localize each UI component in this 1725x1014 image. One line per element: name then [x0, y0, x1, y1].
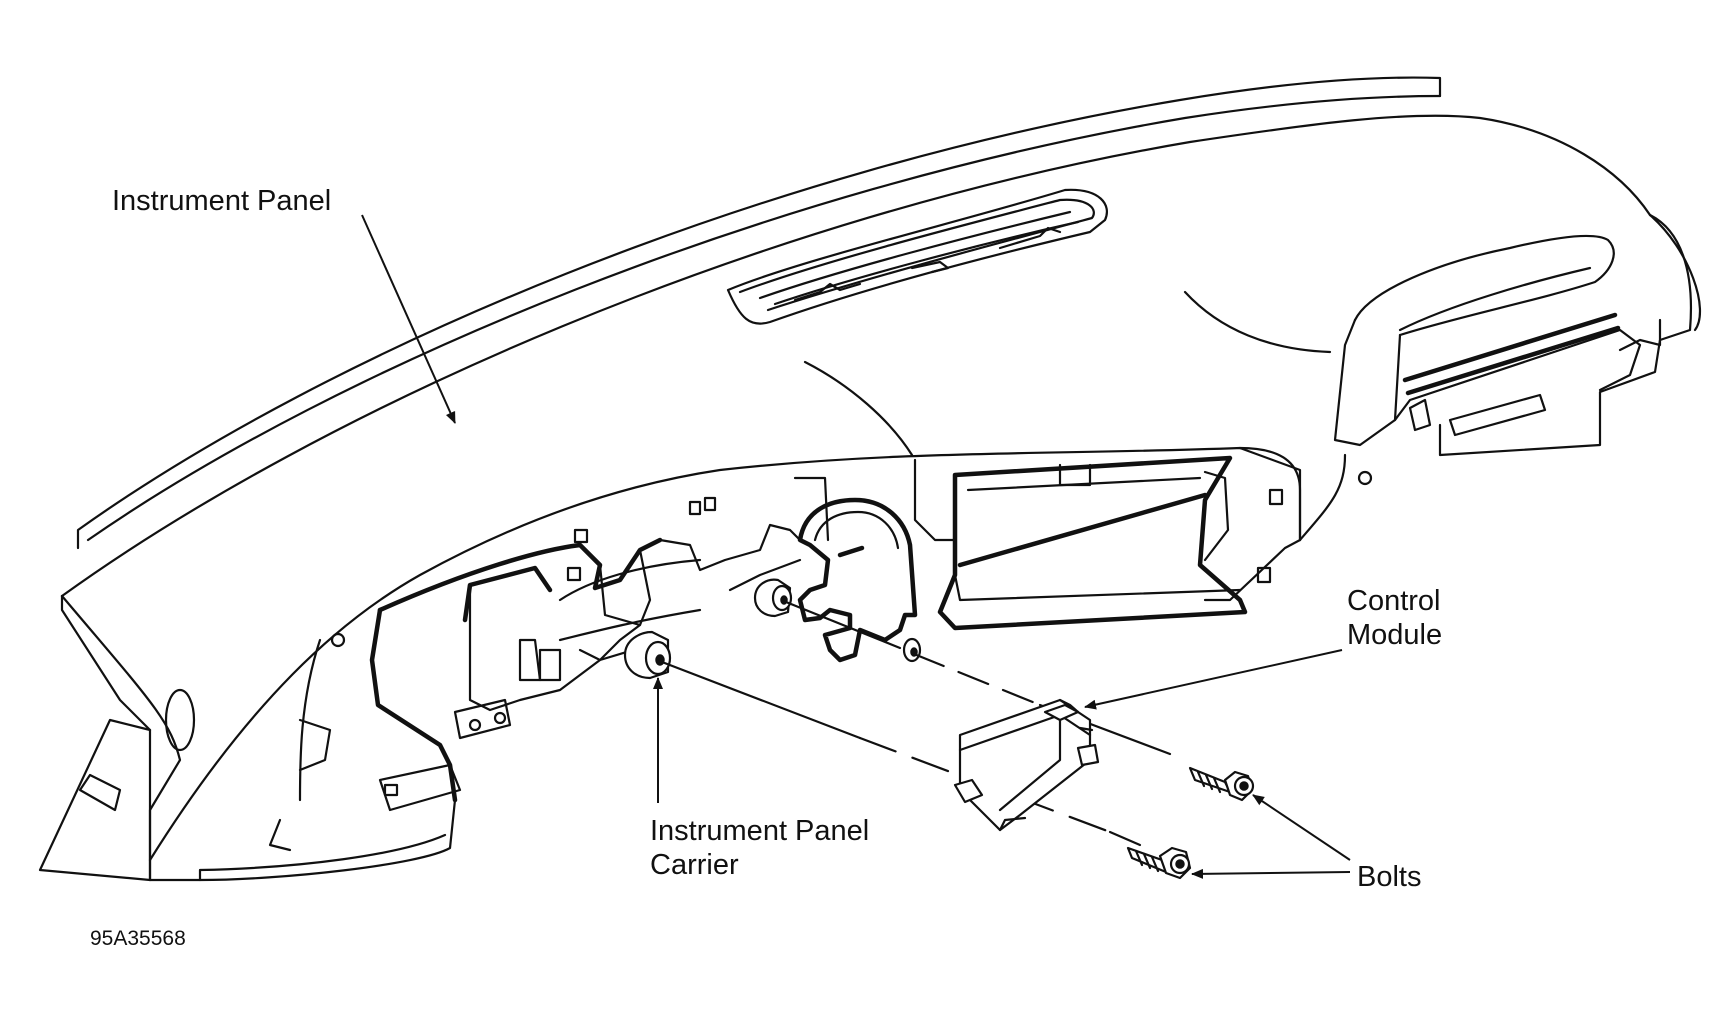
upper-bushing — [753, 578, 793, 618]
control-module-label-line1: Control — [1347, 585, 1441, 617]
right-side-vent — [1298, 234, 1662, 542]
control-module — [953, 698, 1100, 832]
carrier-label-line2: Carrier — [650, 849, 739, 881]
defroster-vent — [726, 188, 1108, 325]
bolts-label: Bolts — [1357, 861, 1421, 893]
glove-box-opening — [913, 446, 1302, 631]
lower-bolt — [1126, 846, 1192, 880]
upper-bolt — [1188, 766, 1255, 802]
surface-contour-left — [803, 360, 914, 457]
bolt-alignment-lines — [660, 600, 1172, 847]
bolts-leader-lower — [1191, 868, 1351, 879]
surface-contour-right — [1183, 290, 1332, 354]
bolts-leader-upper — [1252, 794, 1351, 861]
cluster-opening — [658, 476, 918, 663]
carrier-bushing-right — [902, 637, 922, 663]
control-module-label-line2: Module — [1347, 619, 1442, 651]
lower-bushing — [623, 630, 672, 680]
control-module-leader — [1084, 649, 1343, 710]
figure-code: 95A35568 — [90, 927, 186, 950]
carrier-label-line1: Instrument Panel — [650, 815, 869, 847]
instrument-panel-label: Instrument Panel — [112, 185, 331, 217]
left-cavity — [268, 496, 717, 852]
instrument-panel-leader — [361, 214, 456, 424]
